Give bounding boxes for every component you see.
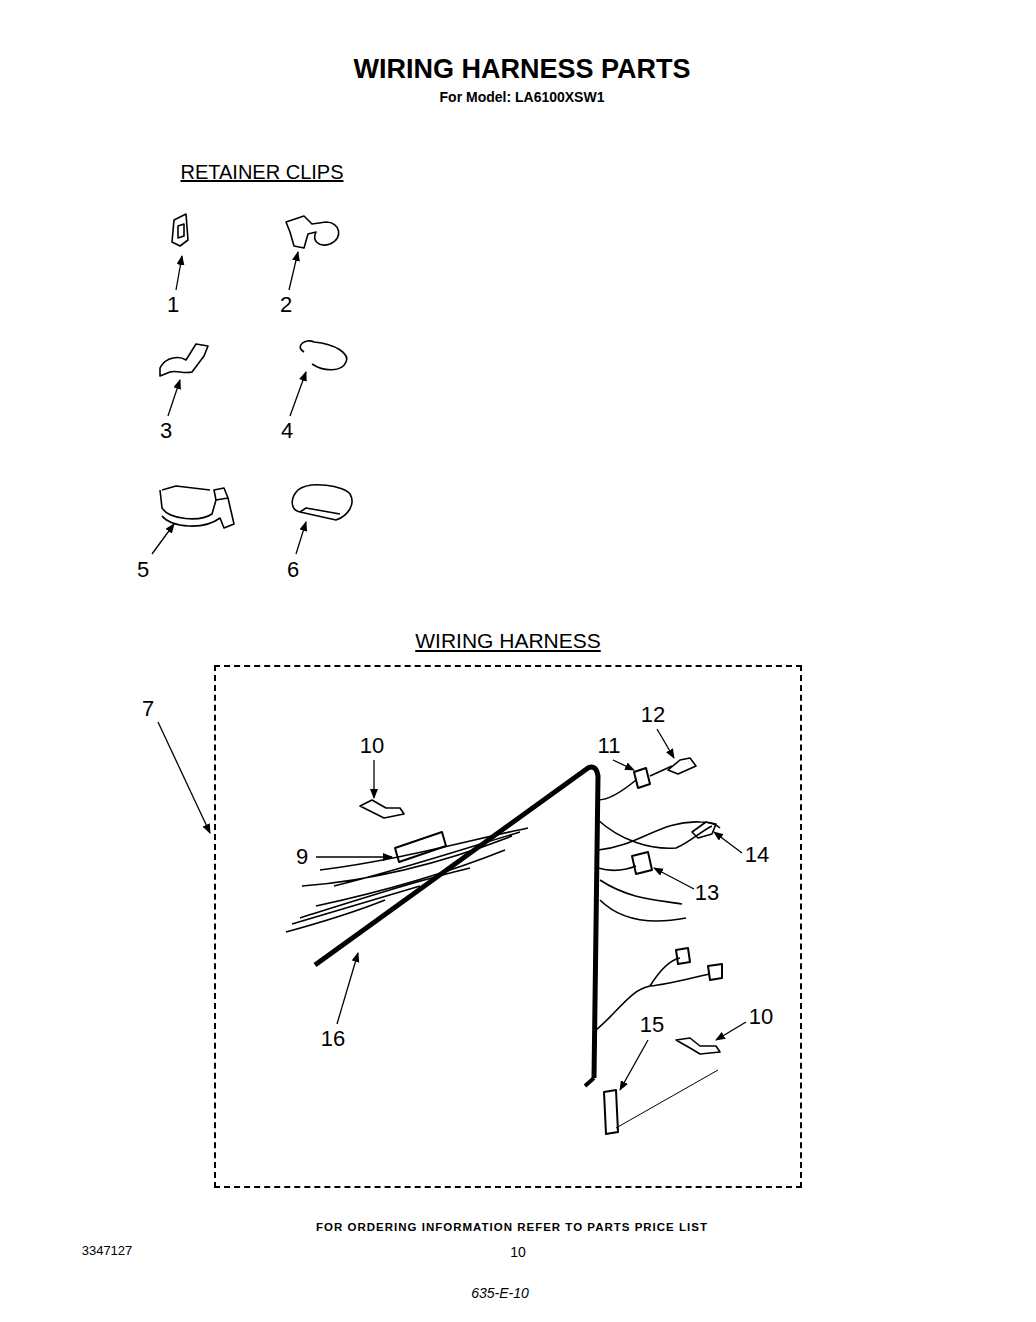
- clip-3: [160, 344, 208, 376]
- callout-number: 3: [160, 419, 172, 443]
- harness-bundle: [315, 767, 598, 1078]
- clip-4: [300, 341, 346, 370]
- group-heading: WIRING HARNESS: [216, 629, 800, 653]
- callout-number: 2: [280, 293, 292, 317]
- clip-1: [172, 214, 188, 246]
- callout-number: 10: [360, 734, 384, 758]
- callout-number: 13: [695, 881, 719, 905]
- terminal-10: [676, 1038, 720, 1054]
- clip-2: [286, 216, 339, 248]
- callout-number: 12: [641, 703, 665, 727]
- callout-number: 7: [142, 697, 154, 721]
- dashed-group-box: WIRING HARNESS: [214, 665, 802, 1188]
- callout-number: 16: [321, 1027, 345, 1051]
- document-number: 3347127: [82, 1244, 133, 1258]
- callout-number: 11: [598, 734, 621, 758]
- harness-wires: [286, 828, 528, 932]
- callout-number: 9: [296, 845, 308, 869]
- connector-link: [616, 1070, 718, 1128]
- section-heading: RETAINER CLIPS: [181, 161, 344, 183]
- connector-13: [632, 852, 652, 874]
- callout-number: 15: [640, 1013, 664, 1037]
- connectors: [676, 948, 722, 980]
- model-number: For Model: LA6100XSW1: [440, 90, 605, 105]
- callout-number: 14: [745, 843, 769, 867]
- callout-number: 1: [167, 293, 179, 317]
- terminal-12: [668, 758, 696, 774]
- clip-6: [292, 485, 352, 520]
- callout-number: 4: [281, 419, 293, 443]
- terminal-10: [360, 800, 404, 818]
- callout-number: 6: [287, 558, 299, 582]
- connector-9: [395, 832, 446, 862]
- clip-5: [160, 486, 234, 528]
- leader-arrows: [152, 252, 746, 1090]
- footer-note: FOR ORDERING INFORMATION REFER TO PARTS …: [316, 1221, 708, 1234]
- branch-wires: [596, 766, 720, 1030]
- page-number: 10: [510, 1245, 526, 1260]
- harness-end: [585, 1078, 594, 1086]
- handwritten-code: 635-E-10: [471, 1286, 529, 1301]
- terminal-14: [692, 822, 716, 838]
- callout-number: 5: [137, 558, 149, 582]
- page-title: WIRING HARNESS PARTS: [353, 55, 690, 85]
- connector-15: [604, 1090, 618, 1134]
- connector-11: [634, 768, 650, 788]
- callout-number: 10: [749, 1005, 773, 1029]
